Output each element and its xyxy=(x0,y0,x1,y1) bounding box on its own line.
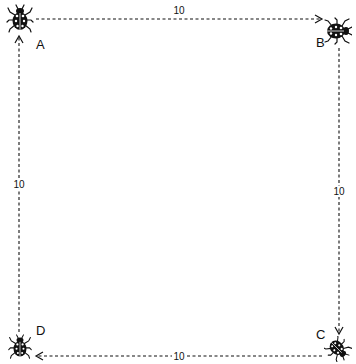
beetle-icon xyxy=(324,16,352,46)
node-letter: A xyxy=(36,38,45,52)
beetle-figure: B xyxy=(324,16,352,46)
beetle-figure: C xyxy=(324,336,352,362)
node-letter: B xyxy=(316,36,325,50)
dashed-arrow xyxy=(36,15,322,23)
beetle-icon xyxy=(6,4,34,34)
distance-label: 10 xyxy=(172,351,185,362)
beetle-icon xyxy=(324,336,352,362)
distance-label: 10 xyxy=(172,5,185,16)
node-letter: C xyxy=(316,328,325,342)
beetle-icon xyxy=(6,334,34,360)
beetle-figure: A xyxy=(6,4,34,34)
beetle-figure: D xyxy=(6,334,34,360)
distance-label: 10 xyxy=(332,186,345,197)
node-letter: D xyxy=(36,324,45,338)
distance-label: 10 xyxy=(12,179,25,190)
